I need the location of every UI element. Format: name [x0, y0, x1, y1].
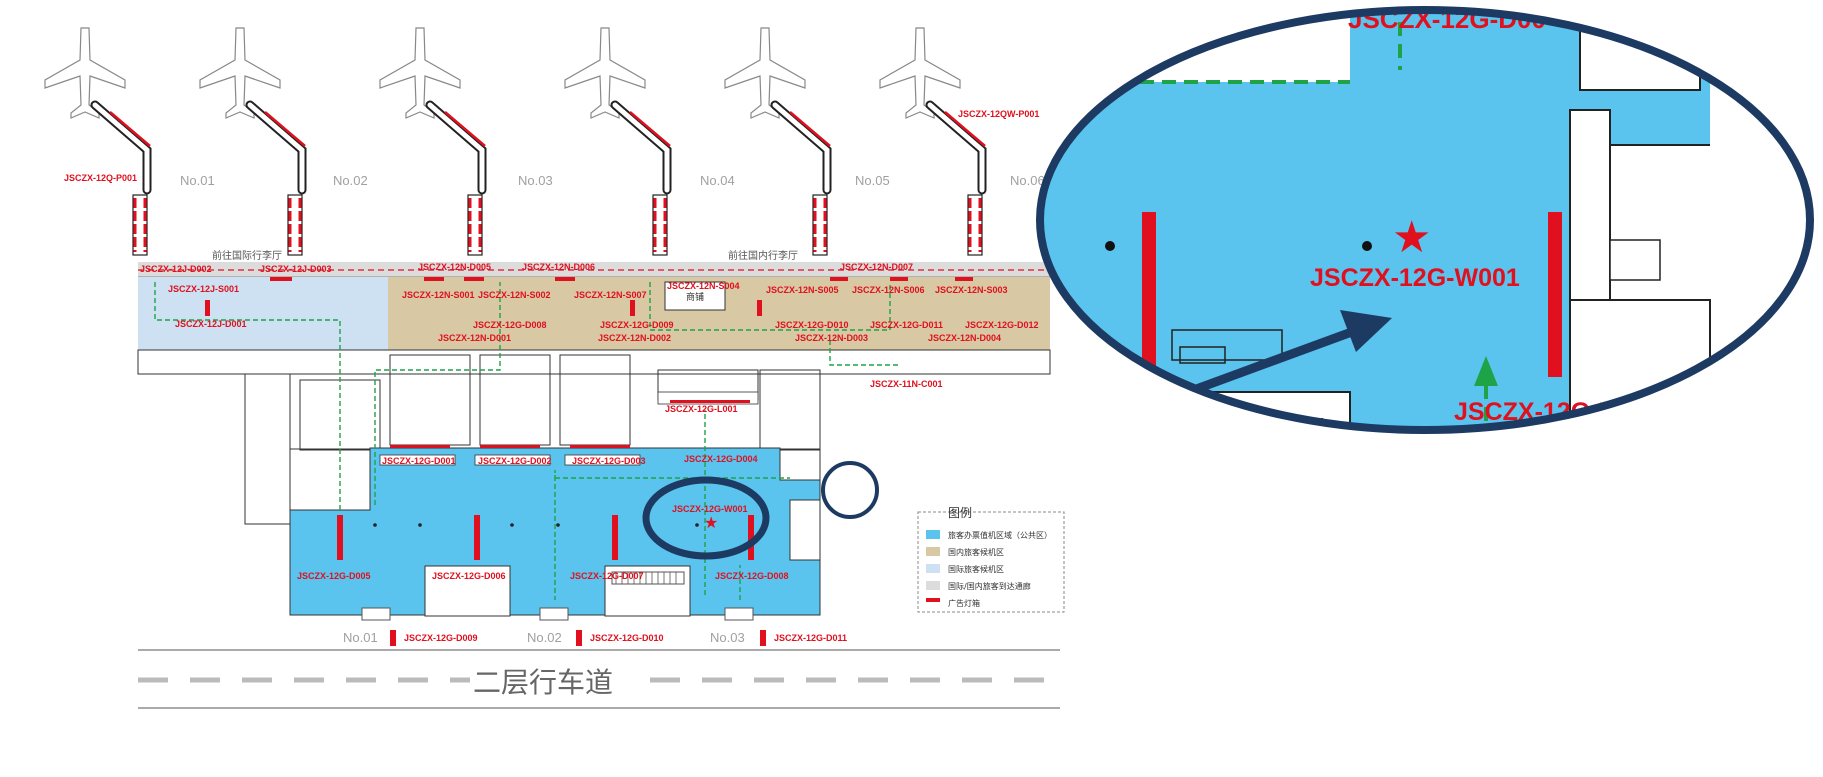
- legend-swatch: [926, 598, 940, 602]
- legend-swatch: [926, 581, 940, 590]
- label-gd008: JSCZX-12G-D008: [715, 571, 789, 581]
- code-p-right: JSCZX-12QW-P001: [958, 109, 1039, 119]
- pointer-circle: [821, 461, 879, 519]
- legend-swatch: [926, 530, 940, 539]
- legend-title: 图例: [948, 506, 972, 520]
- label-nd006: JSCZX-12N-D006: [522, 262, 595, 272]
- label-w001: JSCZX-12G-W001: [672, 504, 748, 514]
- corridor-intl-label: 前往国际行李厅: [212, 249, 282, 262]
- driveway: 二层行车道: [138, 649, 1060, 709]
- label-ns003: JSCZX-12N-S003: [935, 285, 1008, 295]
- zoom-ellipse-border: [1036, 6, 1814, 434]
- aircraft-icon: [44, 27, 152, 256]
- corridor-dom-label: 前往国内行李厅: [728, 249, 798, 262]
- label-gd012: JSCZX-12G-D012: [965, 320, 1039, 330]
- label-nd001: JSCZX-12N-D001: [438, 333, 511, 343]
- gate-label-01: No.01: [180, 173, 215, 188]
- intl-waiting-zone: [138, 277, 388, 350]
- label-gd003: JSCZX-12G-D003: [572, 456, 646, 466]
- gate-label-06: No.06: [1010, 173, 1045, 188]
- label-gd007: JSCZX-12G-D007: [570, 571, 644, 581]
- gate-label-02: No.02: [333, 173, 368, 188]
- label-gd005: JSCZX-12G-D005: [297, 571, 371, 581]
- label-nd005: JSCZX-12N-D005: [418, 262, 491, 272]
- zoom-inset: ★ JSCZX-12G-D00 JSCZX-12G-W001 X-12G-D00…: [1036, 6, 1814, 434]
- legend-item-label: 国际/国内旅客到达通廊: [948, 581, 1031, 591]
- label-gd004: JSCZX-12G-D004: [684, 454, 758, 464]
- aircraft-icon: [879, 27, 987, 256]
- zoom-star-icon: ★: [1392, 213, 1431, 262]
- label-gd011: JSCZX-12G-D011: [870, 320, 943, 330]
- gate-label-04: No.04: [700, 173, 735, 188]
- ad-lightbox-columns: [337, 515, 754, 560]
- zone-ad-markers: [205, 277, 973, 448]
- aircraft-icon: [564, 27, 672, 256]
- zoom-label-w001: JSCZX-12G-W001: [1310, 264, 1520, 292]
- top-gate-labels: No.01 No.02 No.03 No.04 No.05 No.06: [180, 173, 1045, 188]
- label-nd007: JSCZX-12N-D007: [840, 262, 913, 272]
- label-b010: JSCZX-12G-D010: [590, 633, 664, 643]
- label-l001: JSCZX-12G-L001: [665, 404, 738, 414]
- label-j-s001: JSCZX-12J-S001: [168, 284, 239, 294]
- star-icon: ★: [704, 515, 718, 532]
- legend-item-label: 广告灯箱: [948, 598, 980, 608]
- aircraft-icon: [199, 27, 307, 256]
- driveway-label: 二层行车道: [473, 666, 613, 699]
- legend-item-label: 国内旅客候机区: [948, 547, 1004, 557]
- legend-item-label: 国际旅客候机区: [948, 564, 1004, 574]
- label-ns002: JSCZX-12N-S002: [478, 290, 551, 300]
- label-gd009: JSCZX-12G-D009: [404, 633, 478, 643]
- legend-item-label: 旅客办票值机区域（公共区）: [948, 530, 1052, 540]
- bottom-entrances: No.01 No.02 No.03: [343, 607, 766, 646]
- label-nd004: JSCZX-12N-D004: [928, 333, 1001, 343]
- label-gd006: JSCZX-12G-D006: [432, 571, 506, 581]
- legend-swatch: [926, 547, 940, 556]
- gate-label-05: No.05: [855, 173, 890, 188]
- bottom-gate-01: No.01: [343, 630, 378, 645]
- label-gd001: JSCZX-12G-D001: [382, 456, 456, 466]
- label-c001: JSCZX-11N-C001: [870, 379, 943, 389]
- pillars: [373, 523, 699, 527]
- map-code-labels: JSCZX-12J-D002 JSCZX-12J-D003 JSCZX-12J-…: [140, 262, 1039, 643]
- label-gd009t: JSCZX-12G-D009: [600, 320, 674, 330]
- label-j-d001: JSCZX-12J-D001: [175, 319, 247, 329]
- aircraft-icon: [379, 27, 487, 256]
- legend-swatch: [926, 564, 940, 573]
- label-ns004: JSCZX-12N-S004: [667, 281, 740, 291]
- label-nd002: JSCZX-12N-D002: [598, 333, 671, 343]
- label-ns006: JSCZX-12N-S006: [852, 285, 925, 295]
- escalator-hatch: [615, 572, 677, 584]
- label-gd010: JSCZX-12G-D010: [775, 320, 849, 330]
- building-outline: [137, 349, 1051, 525]
- label-ns001: JSCZX-12N-S001: [402, 290, 475, 300]
- label-b011: JSCZX-12G-D011: [774, 633, 847, 643]
- label-ns005: JSCZX-12N-S005: [766, 285, 839, 295]
- bottom-gate-03: No.03: [710, 630, 745, 645]
- label-j002: JSCZX-12J-D002: [140, 264, 212, 274]
- bottom-gate-02: No.02: [527, 630, 562, 645]
- label-gd002: JSCZX-12G-D002: [478, 456, 552, 466]
- zoom-label-d007: X-12G-D007: [1100, 397, 1235, 424]
- highlight-ellipse: [642, 476, 770, 560]
- shop-label: 商铺: [686, 291, 704, 303]
- label-nd003: JSCZX-12N-D003: [795, 333, 868, 343]
- aircraft-row: [44, 27, 987, 256]
- legend: 图例 旅客办票值机区域（公共区） 国内旅客候机区国际旅客候机区国际/国内旅客到达通…: [917, 506, 1065, 613]
- label-ns007: JSCZX-12N-S007: [574, 290, 647, 300]
- label-j003: JSCZX-12J-D003: [260, 264, 332, 274]
- label-gd008t: JSCZX-12G-D008: [473, 320, 547, 330]
- aircraft-icon: [724, 27, 832, 256]
- code-p-left: JSCZX-12Q-P001: [64, 173, 137, 183]
- gate-label-03: No.03: [518, 173, 553, 188]
